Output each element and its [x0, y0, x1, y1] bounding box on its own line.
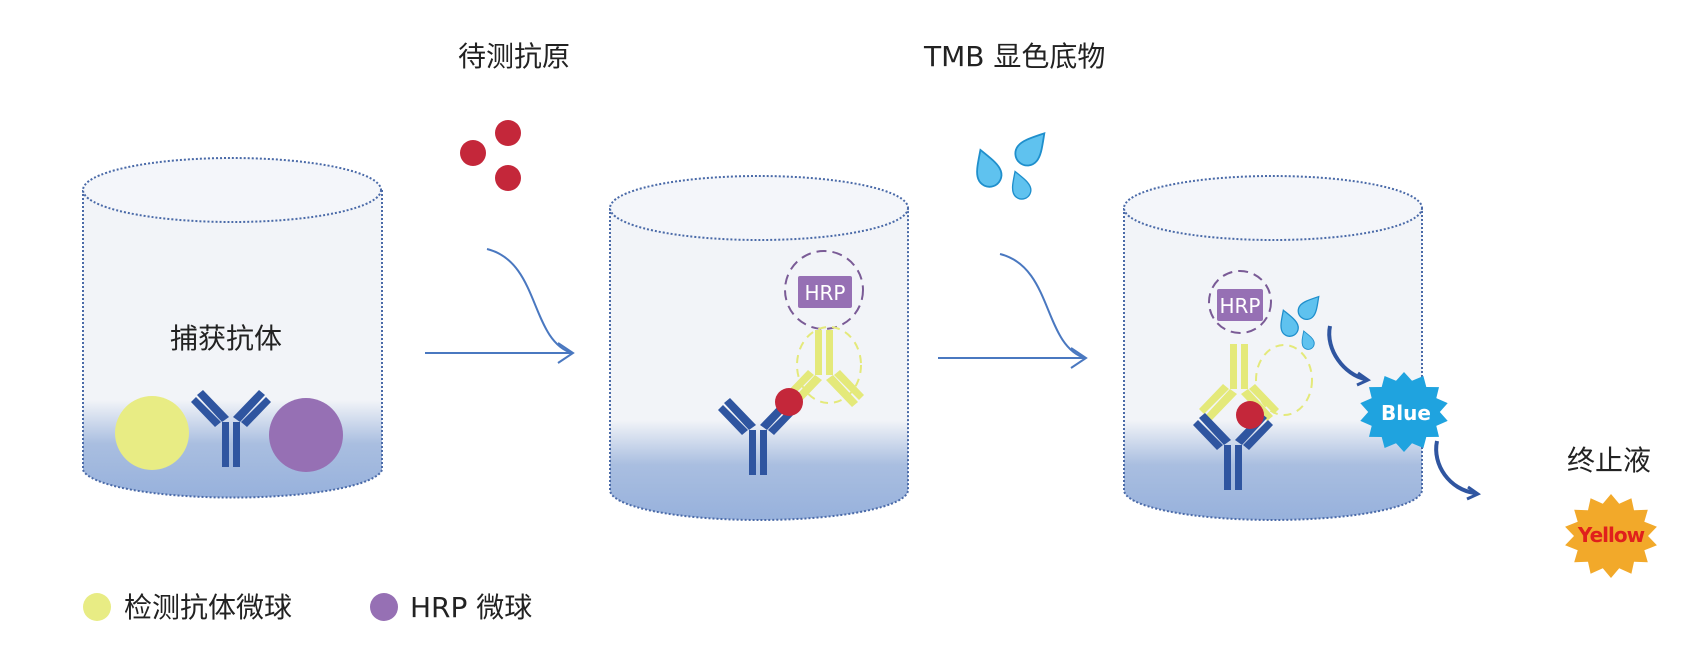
blue-label: Blue [1381, 401, 1431, 425]
step-arrow-2 [938, 253, 1088, 369]
antigen-dots [460, 120, 521, 191]
well-antigen-bound: HRP [609, 175, 909, 521]
reaction-arrows [1327, 325, 1482, 501]
step-arrow-1 [425, 248, 575, 364]
detection-bead [115, 396, 189, 470]
well-substrate: HRP [1123, 175, 1423, 521]
antigen-dot [1236, 401, 1264, 429]
blue-star-badge [1360, 372, 1448, 452]
substrate-label: TMB 显色底物 [923, 40, 1105, 73]
hrp-bead [269, 398, 343, 472]
tmb-drops-icon [968, 124, 1055, 203]
antigen-dot [775, 388, 803, 416]
legend: 检测抗体微球 HRP 微球 [83, 591, 532, 624]
capture-antibody-label: 捕获抗体 [170, 322, 282, 355]
yellow-star-badge [1565, 494, 1657, 578]
hrp-label: HRP [805, 281, 846, 305]
antigen-label: 待测抗原 [458, 40, 570, 73]
legend-swatch-detection [83, 593, 111, 621]
legend-label-hrp: HRP 微球 [410, 591, 532, 624]
well-capture: 捕获抗体 [82, 157, 383, 499]
legend-label-detection: 检测抗体微球 [124, 591, 292, 624]
legend-swatch-hrp [370, 593, 398, 621]
hrp-label: HRP [1220, 294, 1261, 318]
yellow-label: Yellow [1577, 523, 1645, 547]
stop-solution-label: 终止液 [1567, 444, 1651, 477]
